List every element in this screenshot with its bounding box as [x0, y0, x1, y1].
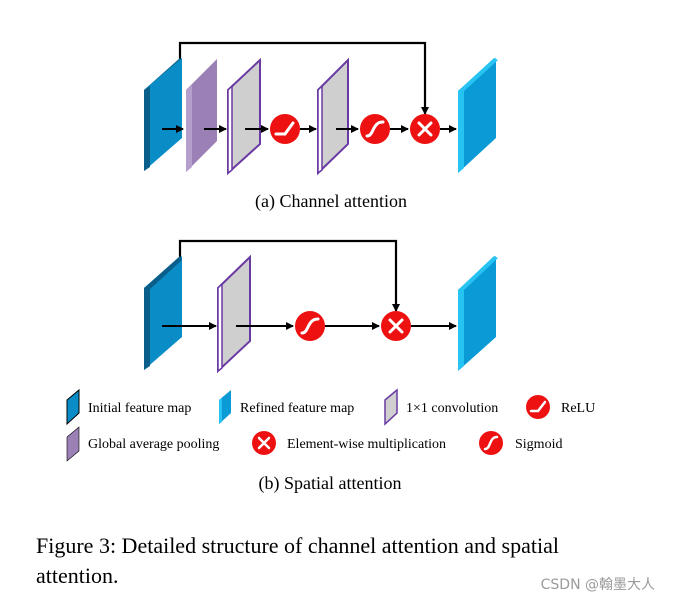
channel-sigmoid-op: [360, 114, 390, 144]
legend-initial-feature-map-label: Initial feature map: [88, 401, 191, 416]
channel-pool-front: [186, 59, 217, 172]
legend-conv-1x1-label: 1×1 convolution: [406, 401, 498, 416]
channel-relu-circle: [270, 114, 300, 144]
legend-global-average-pooling: Global average pooling: [66, 426, 219, 462]
initial-feature-map-icon: [66, 388, 80, 426]
legend-sigmoid: Sigmoid: [479, 431, 562, 455]
legend: Initial feature map Refined feature map …: [66, 388, 595, 462]
figure-caption-line-1: Figure 3: Detailed structure of channel …: [36, 533, 559, 558]
channel-conv-2: [317, 57, 349, 176]
sigmoid-icon: [483, 435, 499, 451]
legend-relu: ReLU: [526, 395, 595, 419]
legend-sigmoid-label: Sigmoid: [515, 437, 562, 452]
channel-attention-panel: (a) Channel attention: [144, 41, 498, 212]
relu-legend-circle: [526, 395, 550, 419]
channel-refined-map-top: [458, 58, 498, 93]
spatial-conv-front: [217, 254, 251, 374]
figure-caption-line-2: attention.: [36, 563, 118, 588]
spatial-initial-map-edge: [144, 284, 150, 370]
legend-initial-feature-map: Initial feature map: [66, 388, 191, 426]
legend-conv-1x1: 1×1 convolution: [384, 388, 498, 426]
channel-conv-1-front: [227, 57, 261, 176]
spatial-attention-caption: (b) Spatial attention: [259, 473, 402, 494]
relu-icon: [274, 121, 295, 136]
legend-global-average-pooling-label: Global average pooling: [88, 437, 219, 452]
global-average-pooling-icon: [66, 426, 80, 462]
spatial-initial-feature-map: [144, 256, 182, 370]
channel-initial-feature-map: [144, 58, 182, 171]
channel-initial-map-edge: [144, 86, 150, 171]
channel-conv-1-side: [227, 84, 233, 175]
spatial-refined-map-top: [458, 256, 498, 292]
channel-attention-caption: (a) Channel attention: [255, 191, 407, 212]
spatial-refined-map-edge: [458, 285, 464, 371]
channel-multiply-op: [410, 114, 440, 144]
refined-feature-map-icon-edge: [219, 398, 222, 424]
watermark: CSDN @翰墨大人: [541, 577, 655, 593]
legend-refined-feature-map-label: Refined feature map: [240, 401, 354, 416]
channel-conv-1: [227, 57, 261, 176]
spatial-refined-feature-map: [458, 256, 498, 371]
spatial-multiply-op: [381, 311, 411, 341]
legend-relu-label: ReLU: [561, 401, 595, 416]
channel-refined-map-edge: [458, 86, 464, 173]
channel-global-average-pooling: [186, 59, 217, 172]
legend-element-wise-multiplication-label: Element-wise multiplication: [287, 437, 446, 452]
spatial-attention-panel: [144, 239, 498, 374]
spatial-skip-connection: [178, 239, 400, 312]
relu-icon: [529, 400, 547, 413]
spatial-conv-side: [217, 282, 223, 373]
channel-initial-map-front: [144, 58, 182, 171]
legend-element-wise-multiplication: Element-wise multiplication: [252, 431, 446, 455]
channel-relu-op: [270, 114, 300, 144]
channel-refined-feature-map: [458, 58, 498, 173]
sigmoid-icon: [365, 120, 385, 138]
spatial-conv: [217, 254, 251, 374]
multiply-icon: [417, 121, 433, 137]
sigmoid-icon: [300, 317, 320, 335]
conv-1x1-icon: [384, 388, 398, 426]
spatial-sigmoid-op: [295, 311, 325, 341]
channel-skip-connection: [178, 41, 429, 115]
multiply-icon: [257, 436, 271, 450]
channel-conv-2-side: [317, 84, 323, 175]
legend-refined-feature-map: Refined feature map: [219, 390, 354, 424]
spatial-initial-map-top: [144, 256, 182, 291]
channel-pool-side: [186, 85, 192, 172]
multiply-icon: [388, 318, 404, 334]
